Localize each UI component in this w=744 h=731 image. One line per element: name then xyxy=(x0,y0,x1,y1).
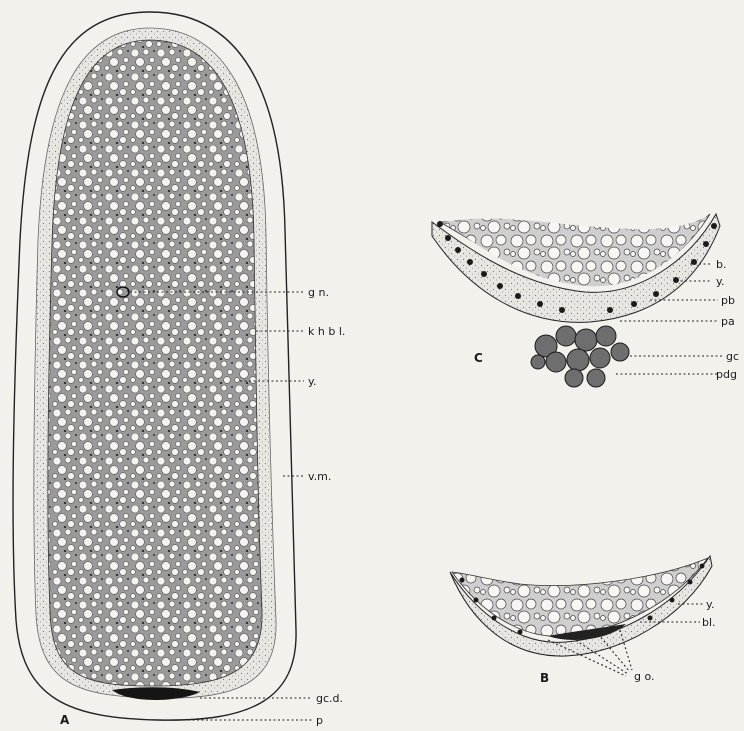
label-b: b. xyxy=(716,258,726,271)
label-gc: gc xyxy=(726,350,739,363)
label-pdg: pdg xyxy=(716,368,737,381)
figure-b-letter: B xyxy=(540,671,549,685)
figure-a-letter: A xyxy=(60,713,70,727)
figure-c-section: b. y. pb pa gc pdg C xyxy=(432,214,739,387)
label-vm: v.m. xyxy=(308,470,331,483)
figure-a-yolk-mass xyxy=(48,40,262,686)
label-gcd: gc.d. xyxy=(316,692,343,705)
label-y-c: y. xyxy=(716,275,724,288)
label-pb: pb xyxy=(721,294,735,307)
label-gn: g n. xyxy=(308,286,329,299)
label-bl: bl. xyxy=(702,616,716,629)
label-go: g o. xyxy=(634,670,655,683)
figure-c-letter: C xyxy=(474,351,483,365)
germ-cell-cluster xyxy=(531,326,629,387)
label-khbl: k h b l. xyxy=(308,325,345,338)
label-y-b: y. xyxy=(706,598,714,611)
figure-b-section: y. bl. g o. B xyxy=(450,556,716,685)
label-p: p xyxy=(316,714,323,727)
label-y-a: y. xyxy=(308,375,316,388)
figure-a-embryo: g n. k h b l. y. v.m. gc.d. p A xyxy=(13,12,345,727)
label-pa: pa xyxy=(721,315,735,328)
